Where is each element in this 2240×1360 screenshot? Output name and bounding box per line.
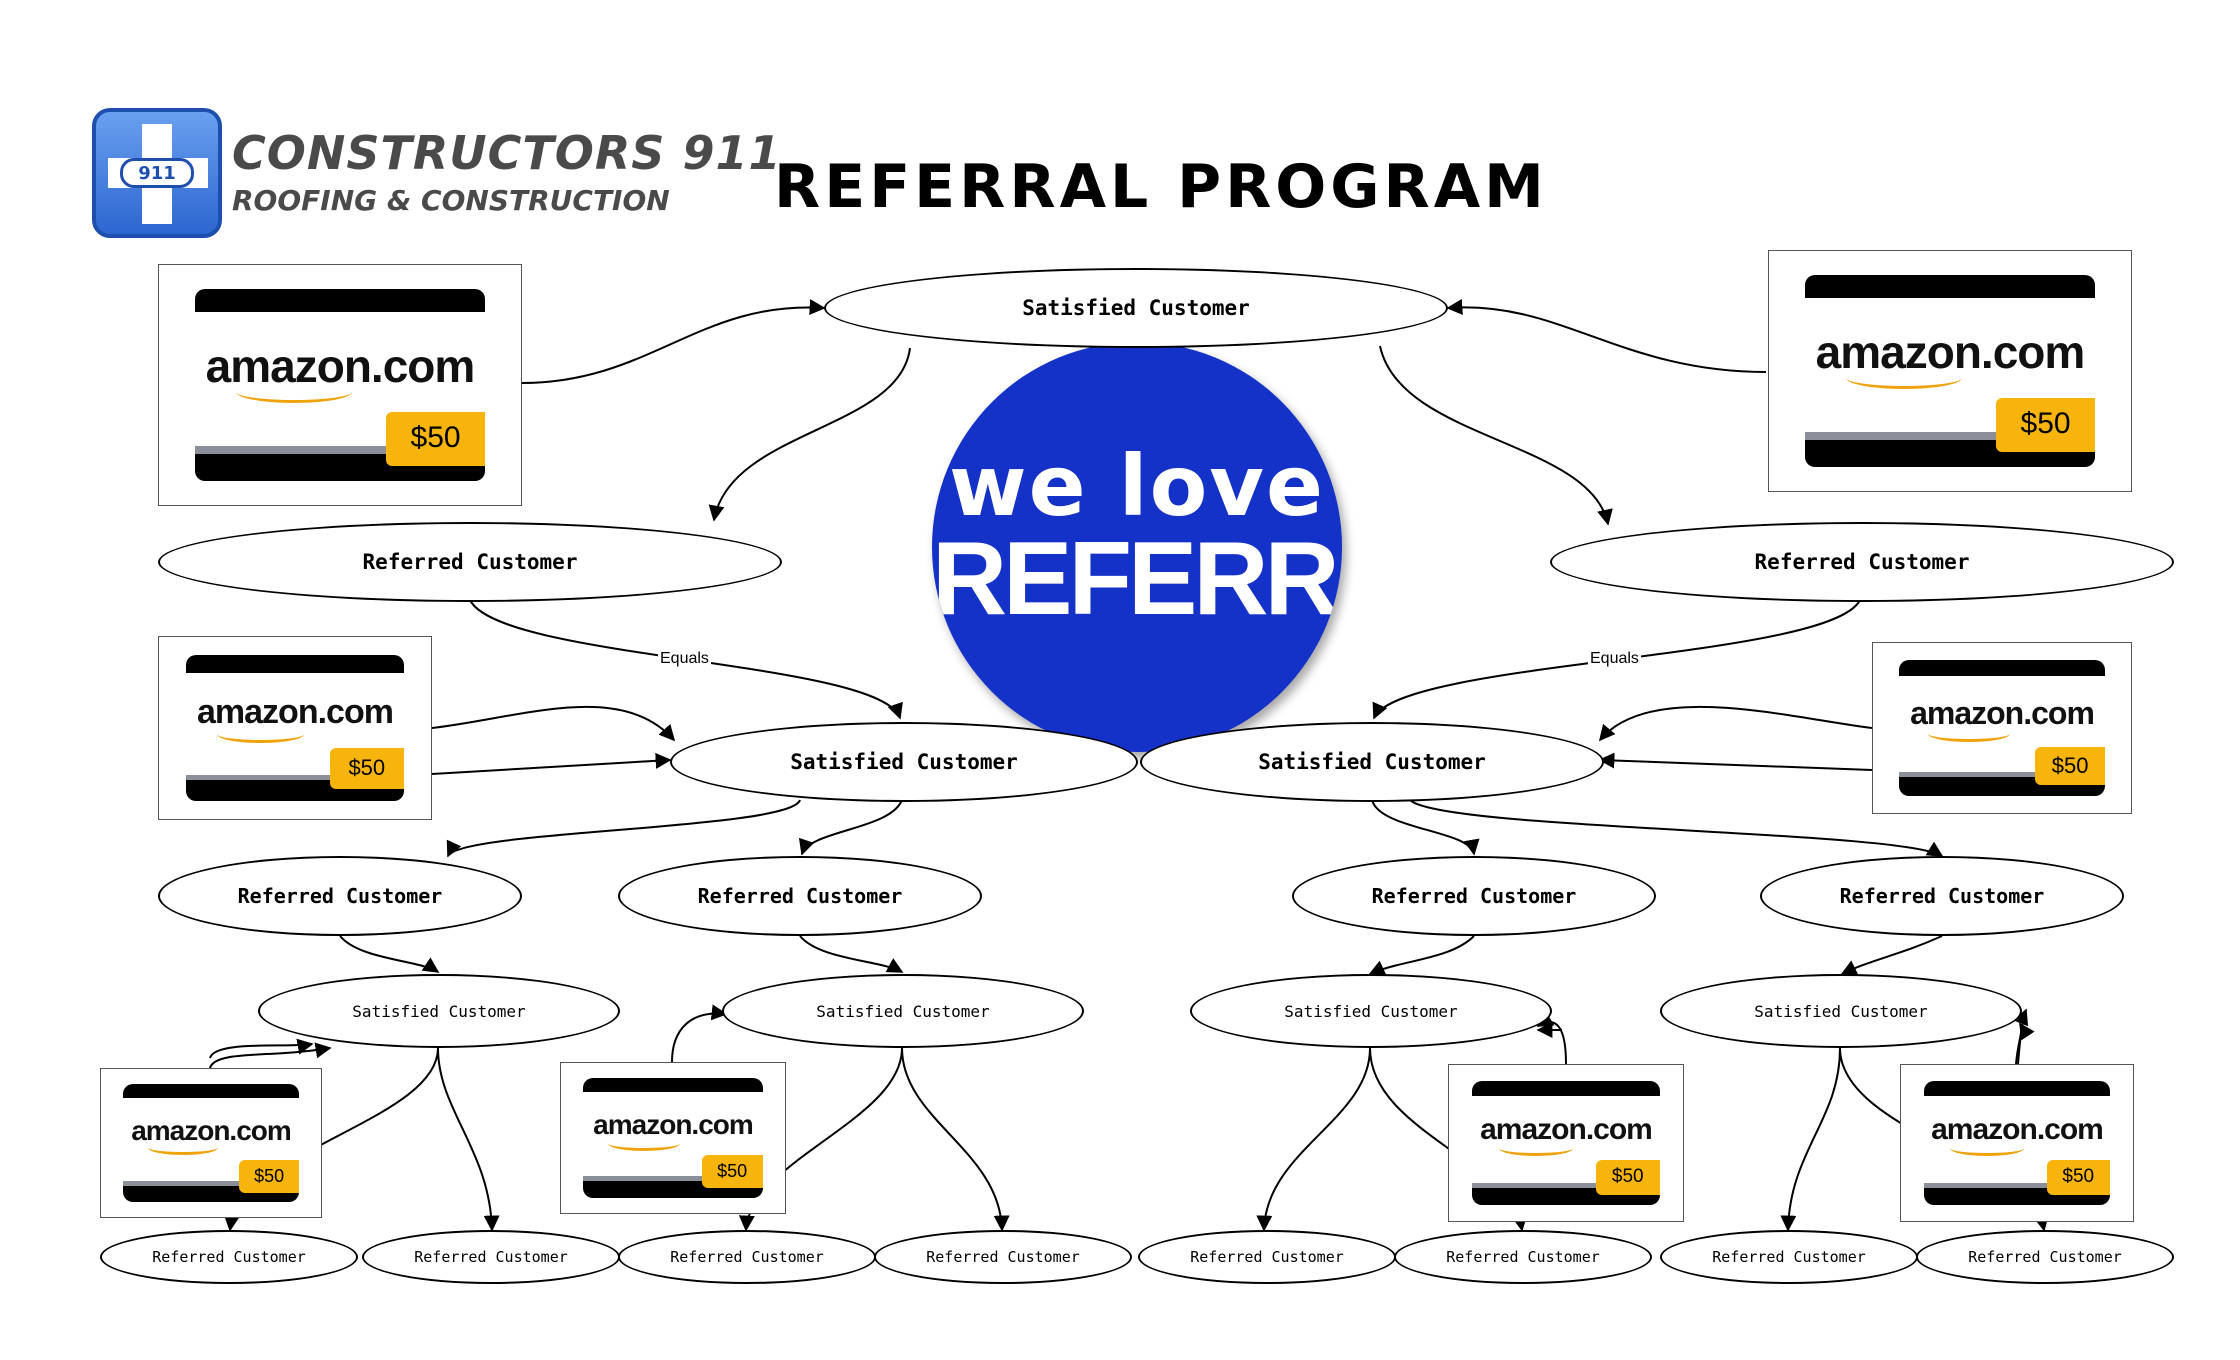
node-satisfied-customer-l2: Satisfied Customer bbox=[670, 722, 1138, 802]
edge-card-b4-sat-4d-b bbox=[2015, 1022, 2035, 1065]
node-satisfied-customer-4d: Satisfied Customer bbox=[1660, 974, 2022, 1048]
edge-card-b2-sat-4b bbox=[671, 1004, 728, 1063]
node-referred-customer-r3a: Referred Customer bbox=[1292, 856, 1656, 936]
page-title: REFERRAL PROGRAM bbox=[774, 152, 1548, 222]
node-referred-customer-5d: Referred Customer bbox=[874, 1230, 1132, 1284]
node-referred-customer-l3a: Referred Customer bbox=[158, 856, 522, 936]
amazon-gift-card: amazon.com $50 bbox=[100, 1068, 322, 1218]
edge-sat-4d-ref-5g bbox=[1780, 1047, 1841, 1232]
gift-card-icon: amazon.com $50 bbox=[1805, 275, 2095, 467]
we-love-referrals-badge: we love REFERRALS bbox=[932, 342, 1342, 752]
node-referred-customer-5g: Referred Customer bbox=[1660, 1230, 1918, 1284]
node-referred-customer-l1: Referred Customer bbox=[158, 522, 782, 602]
logo-number: 911 bbox=[120, 158, 194, 188]
edge-sat-4b-ref-5d bbox=[901, 1047, 1010, 1232]
amazon-gift-card: amazon.com $50 bbox=[1448, 1064, 1684, 1222]
gift-card-icon: amazon.com $50 bbox=[1898, 660, 2106, 796]
edge-ref-l3b-sat-4b bbox=[799, 935, 904, 973]
edge-label-equals-right: Equals bbox=[1588, 650, 1641, 668]
edge-root-ref-l1 bbox=[708, 347, 911, 522]
edge-ref-r3b-sat-4d bbox=[1840, 935, 1943, 975]
edge-card-b4-sat-4d bbox=[2013, 1008, 2029, 1065]
node-satisfied-customer-r2: Satisfied Customer bbox=[1140, 722, 1604, 802]
gift-card-amount: $50 bbox=[239, 1159, 299, 1193]
edge-card-mr-sat-r2a bbox=[1598, 706, 1873, 742]
gift-card-icon: amazon.com $50 bbox=[186, 655, 404, 801]
gift-card-icon: amazon.com $50 bbox=[123, 1083, 299, 1203]
amazon-gift-card: amazon.com $50 bbox=[1768, 250, 2132, 492]
gift-card-amount: $50 bbox=[701, 1154, 763, 1189]
edge-card-ml-sat-l2b bbox=[431, 752, 672, 775]
node-referred-customer-5b: Referred Customer bbox=[362, 1230, 620, 1284]
edge-card-ml-sat-l2a bbox=[431, 705, 676, 742]
node-satisfied-customer-4a: Satisfied Customer bbox=[258, 974, 620, 1048]
logo-company-name: CONSTRUCTORS 911 bbox=[232, 126, 782, 180]
edge-card-tr-root bbox=[1446, 299, 1767, 373]
edge-ref-r3a-sat-4c bbox=[1368, 935, 1475, 976]
gift-card-icon: amazon.com $50 bbox=[583, 1078, 763, 1198]
company-logo: 911 CONSTRUCTORS 911 ROOFING & CONSTRUCT… bbox=[92, 108, 780, 240]
medical-cross-icon: 911 bbox=[92, 108, 222, 238]
gift-card-icon: amazon.com $50 bbox=[195, 289, 485, 481]
amazon-gift-card: amazon.com $50 bbox=[158, 636, 432, 820]
gift-card-amount: $50 bbox=[1996, 397, 2095, 452]
node-referred-customer-5h: Referred Customer bbox=[1916, 1230, 2174, 1284]
edge-sat-4c-ref-5e bbox=[1256, 1047, 1371, 1232]
node-referred-customer-r1: Referred Customer bbox=[1550, 522, 2174, 602]
node-satisfied-customer-4c: Satisfied Customer bbox=[1190, 974, 1552, 1048]
edge-sat-r2-ref-r3a bbox=[1371, 799, 1480, 856]
node-satisfied-customer-4b: Satisfied Customer bbox=[722, 974, 1084, 1048]
edge-sat-l2-ref-l3b bbox=[799, 799, 903, 856]
amazon-gift-card: amazon.com $50 bbox=[1872, 642, 2132, 814]
edge-sat-l2-ref-l3a bbox=[446, 799, 801, 858]
edge-root-ref-r1 bbox=[1379, 345, 1613, 526]
edge-card-mr-sat-r2b bbox=[1598, 752, 1873, 771]
node-referred-customer-5e: Referred Customer bbox=[1138, 1230, 1396, 1284]
node-referred-customer-r3b: Referred Customer bbox=[1760, 856, 2124, 936]
badge-line-2: REFERRALS bbox=[932, 521, 1342, 637]
edge-sat-4a-ref-5b bbox=[437, 1047, 500, 1232]
edge-ref-l3a-sat-4a bbox=[339, 935, 440, 973]
edge-card-b1-sat-4a bbox=[209, 1042, 332, 1069]
gift-card-amount: $50 bbox=[1595, 1160, 1660, 1196]
gift-card-amount: $50 bbox=[2046, 1160, 2110, 1196]
gift-card-amount: $50 bbox=[386, 411, 485, 466]
gift-card-icon: amazon.com $50 bbox=[1924, 1080, 2110, 1206]
amazon-gift-card: amazon.com $50 bbox=[1900, 1064, 2134, 1222]
edge-label-equals-left: Equals bbox=[658, 650, 711, 668]
amazon-gift-card: amazon.com $50 bbox=[560, 1062, 786, 1214]
node-referred-customer-l3b: Referred Customer bbox=[618, 856, 982, 936]
gift-card-icon: amazon.com $50 bbox=[1472, 1080, 1660, 1206]
node-referred-customer-5f: Referred Customer bbox=[1394, 1230, 1652, 1284]
edge-card-tl-root bbox=[521, 299, 826, 384]
node-satisfied-customer-root: Satisfied Customer bbox=[824, 268, 1448, 348]
badge-line-1: we love bbox=[948, 437, 1326, 535]
edge-card-b3-sat-4c bbox=[1536, 1011, 1567, 1065]
gift-card-amount: $50 bbox=[2035, 747, 2106, 786]
node-referred-customer-5a: Referred Customer bbox=[100, 1230, 358, 1284]
edge-sat-r2-ref-r3b bbox=[1409, 799, 1944, 857]
logo-company-subtitle: ROOFING & CONSTRUCTION bbox=[232, 184, 670, 217]
node-referred-customer-5c: Referred Customer bbox=[618, 1230, 876, 1284]
gift-card-amount: $50 bbox=[329, 748, 404, 790]
amazon-gift-card: amazon.com $50 bbox=[158, 264, 522, 506]
edge-card-b1-sat-4a-b bbox=[209, 1038, 314, 1059]
